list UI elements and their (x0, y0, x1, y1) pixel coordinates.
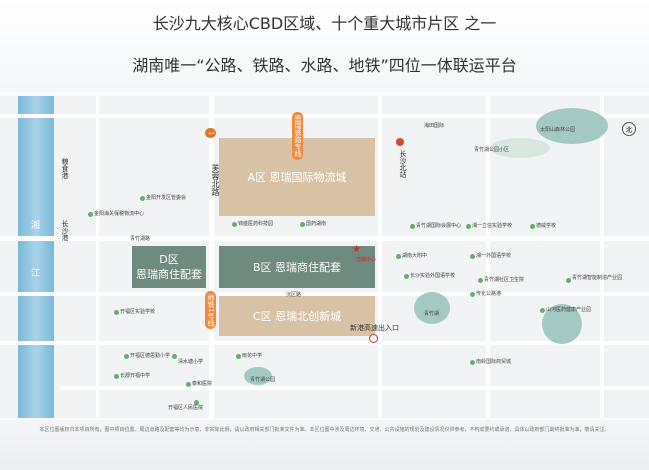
poi-label: 青竹湖国际会展中心 (416, 223, 462, 229)
poi-dot (530, 224, 535, 229)
poi-label: 青竹湖智能制造产业园 (572, 275, 623, 281)
road-h1 (0, 114, 649, 118)
poi-label: 湖南大附中 (402, 253, 428, 259)
metro-badge-top: 1 (205, 128, 216, 139)
park-lake-2 (244, 367, 272, 385)
poi-label: 长沙实验外国语学校 (410, 273, 456, 279)
poi-dot (396, 254, 401, 259)
poi-dot (186, 382, 191, 387)
road-v3 (486, 96, 490, 418)
park-area (490, 138, 550, 158)
poi-label: 山河医药健康产业园 (546, 307, 592, 313)
poi-label: 开福区人民医院 (168, 405, 204, 411)
poi-dot (466, 224, 471, 229)
road-v-furong (209, 96, 214, 418)
road-h4 (0, 341, 649, 345)
poi-dot (404, 274, 409, 279)
river-label-1: 湘 (31, 221, 41, 231)
poi-label: 开福区德思勤小学 (130, 353, 171, 359)
taiyangshan-label: 太阳山森林公园 (540, 127, 576, 133)
poi-dot (566, 278, 571, 283)
poi-label: 传化公路港 (476, 291, 502, 297)
zone-c[interactable]: C区 恩瑞北创新城 (219, 296, 375, 336)
poi-dot (300, 222, 305, 227)
furong-road-label: 芙蓉北路 (211, 164, 220, 196)
lakes-layer (244, 108, 608, 385)
railway-badge: 恩瑞铁路专线 (292, 112, 303, 160)
poi-label: 青竹湖公园小区 (474, 147, 510, 153)
poi-dot (140, 196, 145, 201)
liangshi-port: 粮食港 (61, 158, 69, 179)
poi-label: 德威学校 (536, 223, 557, 229)
river-label-2: 江 (31, 269, 41, 279)
poi-label: 湘一外国语学校 (476, 253, 512, 259)
north-compass: 北 (622, 122, 636, 136)
poi-dot (172, 354, 177, 359)
zone-d[interactable]: D区 恩瑞商住配套 (132, 246, 206, 288)
poi-dot (540, 308, 545, 313)
poi-dot (124, 354, 129, 359)
poi-dot (114, 374, 119, 379)
poi-dot (410, 224, 415, 229)
sales-center-icon[interactable]: ★ (352, 244, 361, 255)
zone-b[interactable]: B区 恩瑞商住配套 (219, 246, 375, 288)
qingzhuhu-label: 青竹湖 (424, 311, 440, 317)
park-lake-1 (542, 304, 582, 344)
poi-label: 长郡开福中学 (120, 373, 151, 379)
poi-label: 锦盛医药科技园 (238, 221, 274, 227)
taiyangshan-lake (536, 108, 608, 144)
yuanqu-road-label: 沅区路 (286, 292, 302, 298)
poi-dot (470, 292, 475, 297)
poi-label: 金阳海关保税物流中心 (94, 211, 145, 217)
zone-a-label: A区 恩瑞国际物流城 (247, 170, 347, 184)
poi-dot (114, 310, 119, 315)
haidian-label: 海田国际 (424, 123, 445, 129)
poi-dot (470, 360, 475, 365)
location-map[interactable]: 湘 江 A区 恩瑞国际物流城 B区 恩瑞商住配套 C区 恩瑞北创新城 D区 恩瑞… (0, 96, 649, 418)
poi-label: 青竹湖社区卫生院 (484, 277, 525, 283)
changsha-port: 长沙港 (61, 220, 69, 241)
road-h-qingzhu (0, 236, 649, 241)
zone-c-label: C区 恩瑞北创新城 (252, 309, 342, 323)
poi-label: 青竹湖公园 (250, 377, 276, 383)
poi-label: 金阳开发区管委会 (146, 195, 187, 201)
road-h5 (60, 386, 649, 390)
zone-d-label-2: 恩瑞商住配套 (136, 268, 202, 281)
poi-dot (236, 354, 241, 359)
poi-label: 清水塘小学 (178, 359, 204, 365)
poi-dot (232, 222, 237, 227)
highway-entrance-label: 新港高速出入口 (350, 324, 399, 332)
zone-d-label-1: D区 (159, 253, 179, 266)
footer-disclaimer: 本区位图版权归本项目所有，图中项目位置、周边道路及配套等均为示意，非实际比例，请… (39, 427, 610, 433)
poi-label: 开福区实验学校 (120, 309, 156, 315)
poi-dot (194, 400, 199, 405)
road-h3 (0, 292, 649, 296)
changsha-north-station-label: 长沙北站 (399, 150, 407, 178)
header-banner: 长沙九大核心CBD区域、十个重大城市片区 之一 湖南唯一“公路、铁路、水路、地铁… (0, 0, 649, 92)
poi-dot (478, 278, 483, 283)
road-v5 (96, 96, 99, 418)
road-v2 (378, 96, 382, 418)
qingzhuhu-lake (414, 292, 450, 324)
poi-dot (470, 254, 475, 259)
zone-b-label: B区 恩瑞商住配套 (252, 260, 342, 274)
poi-label: 湘一立信实验学校 (472, 223, 513, 229)
highway-entrance-marker[interactable] (369, 334, 378, 343)
north-label: 北 (625, 126, 632, 134)
poi-label: 雨花中学 (242, 353, 263, 359)
changsha-north-station-marker[interactable] (396, 138, 404, 146)
headline-2: 湖南唯一“公路、铁路、水路、地铁”四位一体联运平台 (132, 56, 517, 75)
road-v4 (600, 96, 604, 418)
headline-1: 长沙九大核心CBD区域、十个重大城市片区 之一 (152, 14, 497, 33)
poi-label: 泰和医院 (192, 381, 213, 387)
poi-dot (88, 212, 93, 217)
xiang-river (18, 96, 54, 418)
poi-label: 南岭国际商贸城 (476, 359, 512, 365)
qingzhu-road-label: 青竹湖路 (130, 236, 151, 242)
sales-center-label: 营销中心 (356, 257, 377, 263)
poi-label: 国药湖南 (306, 221, 327, 227)
footer-band (0, 420, 649, 470)
metro-badge: 地铁1号线 (205, 291, 216, 330)
